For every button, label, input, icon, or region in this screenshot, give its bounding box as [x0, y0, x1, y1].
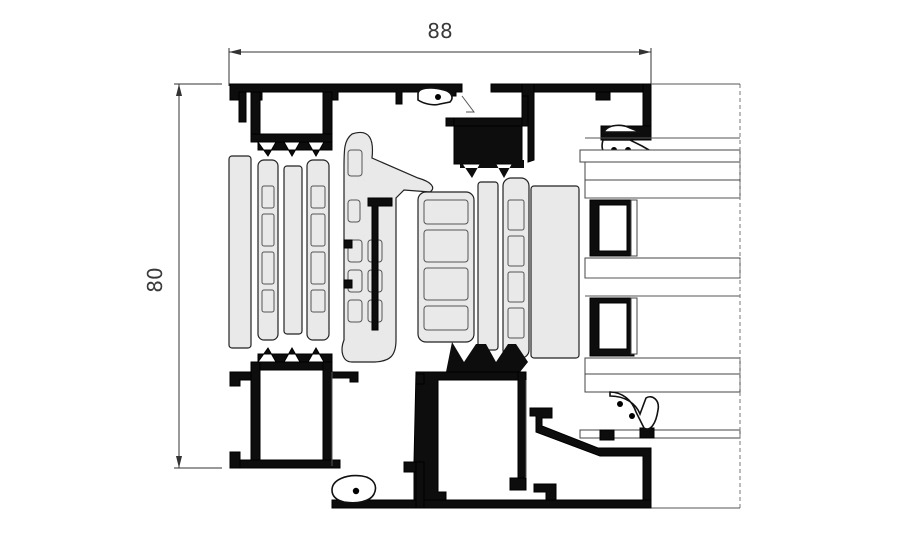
center-gasket: [341, 131, 434, 363]
frame-bottom-profile: [229, 361, 359, 469]
width-dimension-label: 88: [427, 19, 452, 43]
height-dimension: 80: [143, 83, 222, 469]
outer-foam-strip: [228, 155, 252, 349]
glazing-unit: [579, 83, 741, 509]
glazing-insulation-block: [530, 185, 580, 359]
frame-bottom-seal: [331, 474, 377, 504]
sash-bottom-profile: [413, 371, 655, 509]
sash-top-profile: [445, 83, 652, 178]
drainage-slot-lines: [331, 372, 527, 478]
thermal-break-left: [257, 140, 333, 364]
frame-top-profile: [229, 83, 463, 143]
frame-top-seal: [417, 87, 475, 113]
bottom-base-profile: [331, 461, 652, 509]
sash-bottom-seal: [609, 391, 660, 430]
width-dimension: 88: [228, 19, 652, 86]
height-dimension-label: 80: [143, 267, 167, 292]
thermal-break-sash: [417, 177, 530, 372]
